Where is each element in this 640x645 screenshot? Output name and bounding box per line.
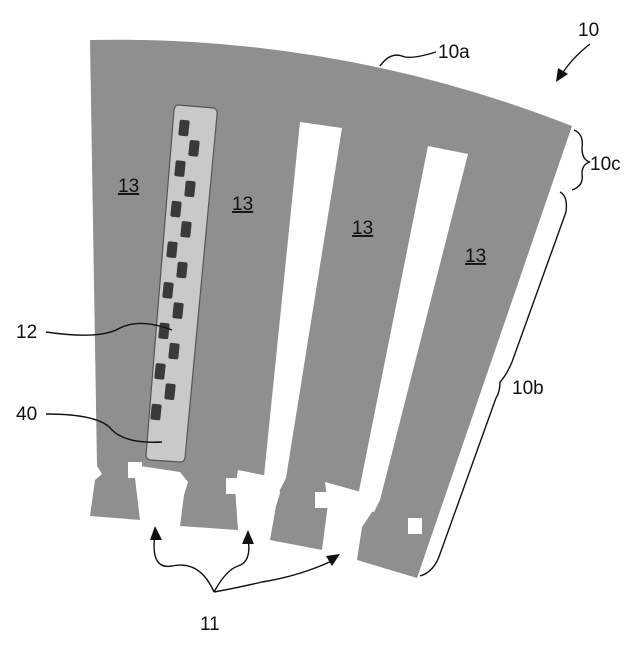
slot-opening-1 (128, 462, 142, 478)
corner-label: 10c (590, 154, 621, 175)
figure-ref-arrowhead (556, 68, 568, 82)
tooth-label-1: 13 (118, 176, 139, 197)
conductor (162, 282, 174, 299)
figure-ref-arrow (562, 44, 590, 74)
conductor (166, 241, 178, 258)
conductor (176, 262, 188, 279)
slot-opening-4 (408, 518, 422, 534)
outer-arc-leader (380, 52, 436, 66)
conductor (168, 343, 180, 360)
slot-opening-2 (226, 478, 240, 494)
conductor (184, 180, 196, 197)
conductor (150, 404, 162, 421)
conductor (154, 363, 166, 380)
conductor (172, 302, 184, 319)
side-edge-label: 10b (512, 378, 544, 399)
slot-opening-3 (315, 492, 329, 508)
tooth-label-2: 13 (232, 194, 253, 215)
corner-brace (572, 130, 590, 190)
conductor (180, 221, 192, 238)
conductor (178, 120, 190, 137)
tooth-label-3: 13 (352, 218, 373, 239)
slot-liner-label: 40 (16, 404, 37, 425)
conductor (158, 322, 170, 339)
conductor (188, 140, 200, 157)
conductor (170, 201, 182, 218)
outer-arc-label: 10a (438, 42, 470, 63)
conductor (164, 383, 176, 400)
conductors-label: 12 (16, 322, 37, 343)
figure-ref-label: 10 (578, 20, 599, 41)
slots-label: 11 (200, 614, 220, 635)
tooth-label-4: 13 (465, 246, 486, 267)
conductor (174, 160, 186, 177)
